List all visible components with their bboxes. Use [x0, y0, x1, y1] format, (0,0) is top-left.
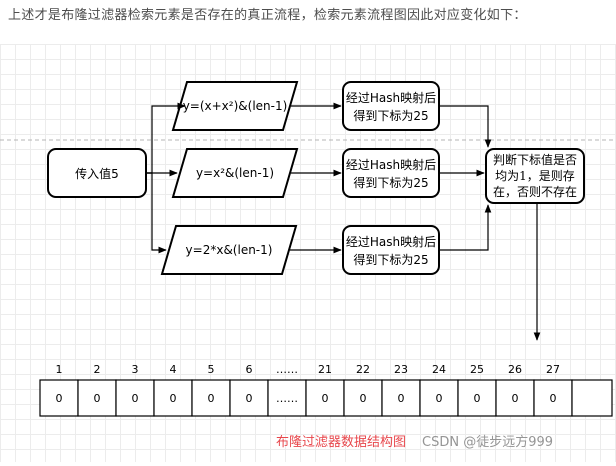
bit-cell[interactable]: [229, 379, 269, 417]
bit-cell[interactable]: [153, 379, 193, 417]
bit-cell-value: 0: [550, 392, 557, 405]
bit-cell[interactable]: [419, 379, 459, 417]
flowchart: 传入值5 y=(x+x²)&(len-1) y=x²&(len-1) y=2*x…: [0, 81, 616, 450]
hash-function-1-label: y=(x+x²)&(len-1): [183, 99, 288, 113]
bit-index-label: 22: [356, 363, 370, 376]
bit-cell-partial: [571, 379, 613, 417]
bit-index-label: 26: [508, 363, 522, 376]
arrow-input-to-hash-3: [146, 172, 167, 254]
bit-index-label: 2: [94, 363, 101, 376]
bit-index-label: 27: [546, 363, 560, 376]
diagram-canvas: 传入值5 y=(x+x²)&(len-1) y=x²&(len-1) y=2*x…: [0, 44, 616, 462]
bit-cell-value: 0: [56, 392, 63, 405]
bit-cell-value: 0: [436, 392, 443, 405]
bit-index-label: 5: [208, 363, 215, 376]
hash-function-2-label: y=x²&(len-1): [196, 166, 274, 180]
bit-cell-value: 0: [322, 392, 329, 405]
hash-function-3-label: y=2*x&(len-1): [186, 243, 273, 257]
mapping-box-3-line2: 得到下标为25: [353, 252, 428, 267]
judge-box[interactable]: [485, 148, 585, 204]
bit-cell-value: ……: [276, 392, 298, 405]
bit-cell-value: 0: [360, 392, 367, 405]
bit-index-label: 1: [56, 363, 63, 376]
bit-array: 1 0 2 0 3 0 4 0 5 0 6 0 …… …… 21 0 22 0 23 0 24 0 25 0 26 0 27 0: [39, 363, 613, 417]
connectors: [146, 102, 541, 341]
bit-cell[interactable]: [77, 379, 117, 417]
bit-index-label: ……: [276, 363, 298, 376]
mapping-box-2-line2: 得到下标为25: [353, 175, 428, 190]
diagram-caption: 布隆过滤器数据结构图: [276, 435, 406, 450]
hash-function-1[interactable]: [171, 81, 299, 131]
mapping-box-1-line2: 得到下标为25: [353, 108, 428, 123]
judge-line-3: 在，否则不存在: [493, 185, 577, 199]
hash-function-2[interactable]: [171, 148, 299, 198]
hash-function-3[interactable]: [160, 225, 298, 275]
arrow-map-3-to-judge: [439, 204, 492, 251]
input-label: 传入值5: [75, 166, 119, 181]
bit-cell-value: 0: [398, 392, 405, 405]
csdn-watermark: CSDN @徒步远方999: [422, 434, 553, 450]
bit-index-label: 23: [394, 363, 408, 376]
judge-line-1: 判断下标值是否: [493, 152, 577, 167]
bit-cell[interactable]: [495, 379, 535, 417]
mapping-box-2-line1: 经过Hash映射后: [346, 157, 436, 172]
bit-cell-value: 0: [132, 392, 139, 405]
bit-cell-value: 0: [246, 392, 253, 405]
arrow-map-1-to-judge: [439, 105, 492, 148]
bit-index-label: 25: [470, 363, 484, 376]
bit-cell[interactable]: [381, 379, 421, 417]
bit-cell-value: 0: [512, 392, 519, 405]
bit-index-label: 21: [318, 363, 332, 376]
bit-cell-value: 0: [170, 392, 177, 405]
bit-index-label: 24: [432, 363, 446, 376]
bit-cell-value: 0: [94, 392, 101, 405]
bit-cell[interactable]: [305, 379, 345, 417]
judge-line-2: 均为1，是则存: [495, 169, 575, 183]
bit-cell[interactable]: [191, 379, 231, 417]
bit-cell-value: 0: [208, 392, 215, 405]
bit-index-label: 4: [170, 363, 177, 376]
bit-cell[interactable]: [457, 379, 497, 417]
bit-cell[interactable]: [39, 379, 79, 417]
bit-index-label: 3: [132, 363, 139, 376]
bit-index-label: 6: [246, 363, 253, 376]
bit-cell-value: 0: [474, 392, 481, 405]
mapping-box-1-line1: 经过Hash映射后: [346, 90, 436, 105]
intro-text: 上述才是布隆过滤器检索元素是否存在的真正流程，检索元素流程图因此对应变化如下：: [8, 8, 527, 23]
mapping-box-3-line1: 经过Hash映射后: [346, 234, 436, 249]
